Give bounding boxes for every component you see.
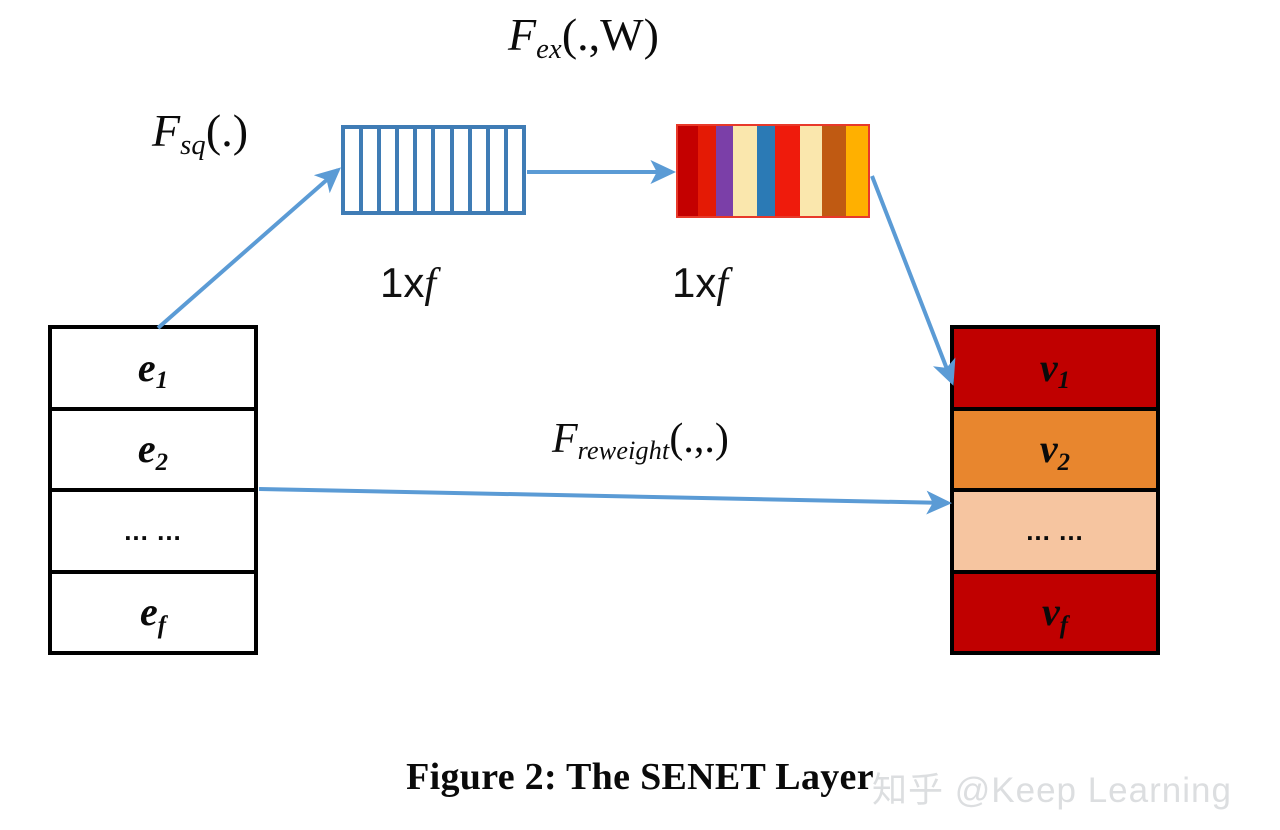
squeeze-fn-subscript: sq [180,129,206,161]
squeeze-bar-cell [399,129,418,211]
excitation-bar-segment [822,126,847,216]
embedding-table-row-value: e2 [137,426,168,475]
squeeze-fn-args: (.) [205,105,249,156]
excitation-bar-segment [756,126,775,216]
squeeze-dimension-label: 1xf [380,259,437,307]
embedding-table-row: ef [52,573,254,651]
scale-arrow [870,175,956,386]
reweight-function-label: Freweight(.,.) [552,416,729,464]
output-table-row-value: v1 [1039,344,1070,393]
squeeze-bar-cell [417,129,436,211]
squeeze-dim-prefix: 1x [380,259,425,306]
output-table-row-base: v [1041,589,1060,635]
excite-fn-symbol: F [508,9,537,60]
squeeze-bar-cell [345,129,364,211]
squeeze-bar-cell [363,129,382,211]
excitation-bar-segment [678,126,699,216]
squeeze-vector-bar [341,125,526,215]
excite-dim-prefix: 1x [672,259,717,306]
output-table-row: v2 [954,410,1156,492]
excite-dim-var: f [716,261,729,307]
excite-fn-subscript: ex [536,33,562,65]
excitation-bar-segment [800,126,823,216]
embedding-table-row-ellipsis: ... ... [124,515,182,546]
output-table-row-value: v2 [1039,426,1070,475]
excitation-weight-bar [676,124,870,218]
reweight-arrow [258,487,952,515]
squeeze-bar-cell [453,129,472,211]
output-table-row-value: vf [1041,589,1068,638]
embedding-table-row: ... ... [52,492,254,574]
embedding-table-row-value: ef [139,589,166,638]
squeeze-bar-cell [381,129,400,211]
squeeze-fn-symbol: F [152,105,181,156]
embedding-table-row-base: e [137,344,156,390]
squeeze-arrow [156,167,342,330]
excite-fn-args: (.,W) [561,9,659,60]
reweight-fn-args: (.,.) [669,416,729,462]
excitation-function-label: Fex(.,W) [508,9,659,64]
embedding-table-row-base: e [139,589,158,635]
squeeze-bar-cell [435,129,454,211]
output-table-row-subscript: f [1059,611,1069,639]
squeeze-function-label: Fsq(.) [152,105,249,160]
excitation-bar-segment [716,126,733,216]
excite-dimension-label: 1xf [672,259,729,307]
output-table-row: ... ... [954,492,1156,574]
output-table-row-ellipsis: ... ... [1026,515,1084,546]
output-table-row-base: v [1039,344,1058,390]
output-table-row-subscript: 2 [1057,448,1071,476]
embedding-table-row: e1 [52,329,254,411]
excitation-bar-segment [846,126,868,216]
embedding-table-row-base: e [137,426,156,472]
reweight-fn-subscript: reweight [577,436,670,466]
squeeze-bar-cell [507,129,522,211]
embedding-table-row-subscript: 2 [155,448,169,476]
squeeze-bar-cell [471,129,490,211]
excitation-bar-segment [732,126,757,216]
excitation-bar-segment [698,126,717,216]
excitation-bar-segment [774,126,801,216]
embedding-table-row-value: e1 [137,344,168,393]
output-table-row-subscript: 1 [1057,367,1071,395]
squeeze-dim-var: f [424,261,437,307]
output-table-row: vf [954,573,1156,651]
output-table-row: v1 [954,329,1156,411]
embedding-table-row: e2 [52,410,254,492]
figure-caption: Figure 2: The SENET Layer [406,756,874,798]
embedding-table-row-subscript: 1 [155,367,169,395]
squeeze-bar-cell [489,129,508,211]
watermark: 知乎 @Keep Learning [872,771,1232,810]
output-table-row-base: v [1039,426,1058,472]
embedding-table-row-subscript: f [157,611,167,639]
reweight-fn-symbol: F [552,416,578,462]
